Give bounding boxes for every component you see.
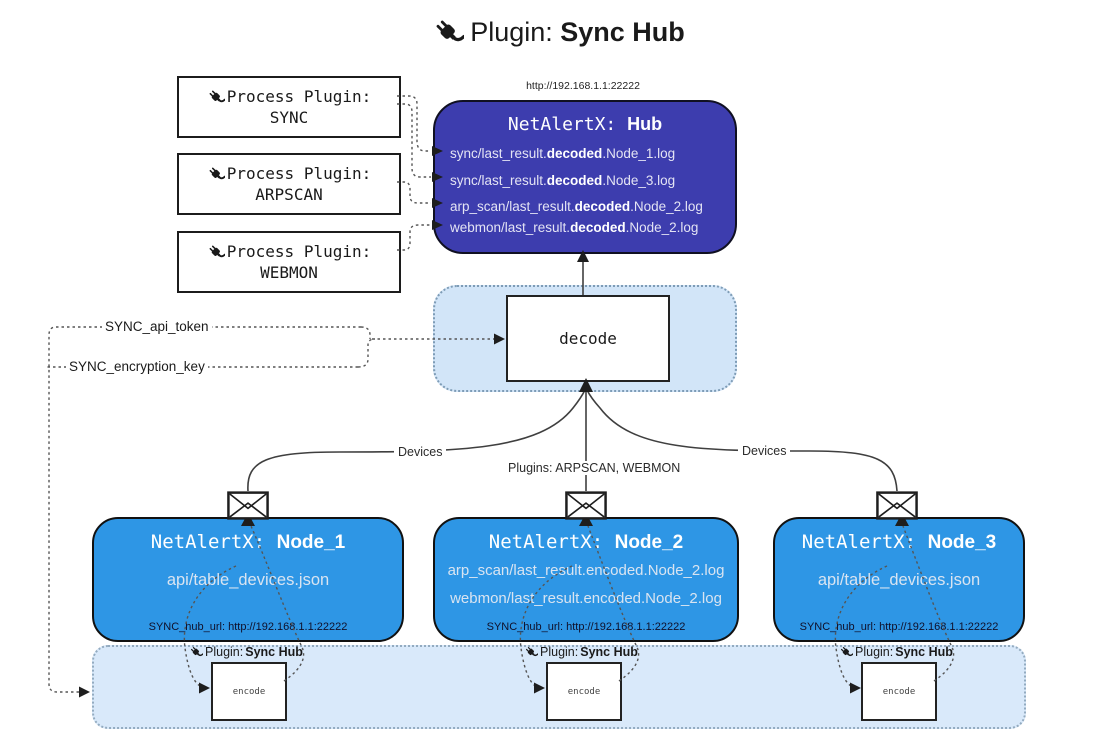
encoder-plugin-label: Plugin: Sync Hub	[524, 645, 638, 659]
process-plugin-webmon-box: Process Plugin: WEBMON	[177, 231, 401, 293]
node-hub-url: SYNC_hub_url: http://192.168.1.1:22222	[148, 621, 348, 633]
encoder-plugin-label: Plugin: Sync Hub	[189, 645, 303, 659]
encoder-label-prefix: Plugin:	[205, 645, 244, 659]
encode-box: encode	[211, 662, 287, 721]
node3-box: NetAlertX: Node_3 api/table_devices.json…	[773, 517, 1025, 642]
sync-api-token-label: SYNC_api_token	[102, 319, 212, 334]
log-bold: decoded	[546, 146, 603, 161]
encoder-label-bold: Sync Hub	[245, 645, 303, 659]
encoder-label-bold: Sync Hub	[580, 645, 638, 659]
hub-title: NetAlertX: Hub	[435, 114, 735, 135]
node-content-line: api/table_devices.json	[166, 571, 330, 589]
title-prefix: Plugin:	[470, 17, 561, 47]
decode-box: decode	[506, 295, 670, 382]
hub-log-line: sync/last_result.decoded.Node_3.log	[450, 173, 731, 188]
hub-title-prefix: NetAlertX:	[507, 114, 628, 135]
node-title-bold: Node_3	[927, 532, 997, 553]
hub-title-bold: Hub	[627, 114, 663, 134]
log-pre: arp_scan/last_result.	[450, 199, 575, 214]
log-pre: sync/last_result.	[450, 146, 547, 161]
node-title: NetAlertX: Node_3	[775, 531, 1023, 554]
node-content-line: api/table_devices.json	[817, 571, 981, 589]
node2-box: NetAlertX: Node_2 arp_scan/last_result.e…	[433, 517, 739, 642]
plug-icon	[207, 243, 225, 261]
log-pre: webmon/last_result.	[450, 220, 571, 235]
log-post: .Node_2.log	[630, 199, 703, 214]
encoder-label-prefix: Plugin:	[540, 645, 579, 659]
node-content-line: webmon/last_result.encoded.Node_2.log	[450, 590, 722, 607]
node-content-line: arp_scan/last_result.encoded.Node_2.log	[447, 562, 725, 579]
process-plugin-label: Process Plugin:	[226, 87, 372, 106]
log-post: .Node_3.log	[602, 173, 676, 188]
process-plugin-sync-box: Process Plugin: SYNC	[177, 76, 401, 138]
node-title-prefix: NetAlertX:	[801, 531, 928, 553]
hub-log-line: webmon/last_result.decoded.Node_2.log	[450, 220, 731, 235]
node-title: NetAlertX: Node_1	[94, 531, 402, 554]
envelope-icon	[227, 491, 269, 520]
devices-edge-label-right: Devices	[738, 444, 791, 458]
log-bold: decoded	[546, 173, 603, 188]
log-pre: sync/last_result.	[450, 173, 547, 188]
plug-icon	[207, 165, 225, 183]
plug-icon	[189, 645, 203, 659]
page-title: Plugin: Sync Hub	[0, 16, 1117, 48]
log-post: .Node_1.log	[602, 146, 676, 161]
node-title: NetAlertX: Node_2	[435, 531, 737, 554]
plug-icon	[524, 645, 538, 659]
log-bold: decoded	[574, 199, 631, 214]
node-hub-url: SYNC_hub_url: http://192.168.1.1:22222	[486, 621, 686, 633]
node-title-prefix: NetAlertX:	[150, 531, 277, 553]
encoder-plugin-label: Plugin: Sync Hub	[839, 645, 953, 659]
process-plugin-label: Process Plugin:	[226, 164, 372, 183]
process-plugin-arpscan-box: Process Plugin: ARPSCAN	[177, 153, 401, 215]
node-hub-url: SYNC_hub_url: http://192.168.1.1:22222	[799, 621, 999, 633]
process-plugin-label: Process Plugin:	[226, 242, 372, 261]
process-plugin-name: SYNC	[269, 108, 309, 127]
process-plugin-name: ARPSCAN	[255, 185, 323, 204]
plug-icon	[207, 88, 225, 106]
hub-log-line: sync/last_result.decoded.Node_1.log	[450, 146, 731, 161]
encoder-label-prefix: Plugin:	[855, 645, 894, 659]
encode-box: encode	[546, 662, 622, 721]
hub-log-line: arp_scan/last_result.decoded.Node_2.log	[450, 199, 731, 214]
node-title-prefix: NetAlertX:	[488, 531, 615, 553]
encode-box: encode	[861, 662, 937, 721]
plugins-edge-label: Plugins: ARPSCAN, WEBMON	[504, 461, 685, 475]
log-post: .Node_2.log	[625, 220, 699, 235]
encoder-label-bold: Sync Hub	[895, 645, 953, 659]
node1-box: NetAlertX: Node_1 api/table_devices.json…	[92, 517, 404, 642]
node-title-bold: Node_2	[614, 532, 684, 553]
envelope-icon	[565, 491, 607, 520]
node-title-bold: Node_1	[276, 532, 346, 553]
plug-icon	[839, 645, 853, 659]
log-bold: decoded	[570, 220, 626, 235]
devices-edge-label-left: Devices	[394, 445, 447, 459]
title-bold: Sync Hub	[560, 17, 685, 47]
plug-icon	[432, 16, 464, 48]
envelope-icon	[876, 491, 918, 520]
hub-url-label: http://192.168.1.1:22222	[526, 80, 640, 92]
process-plugin-name: WEBMON	[260, 263, 318, 282]
sync-encryption-key-label: SYNC_encryption_key	[66, 359, 208, 374]
hub-box: NetAlertX: Hub sync/last_result.decoded.…	[433, 100, 737, 254]
